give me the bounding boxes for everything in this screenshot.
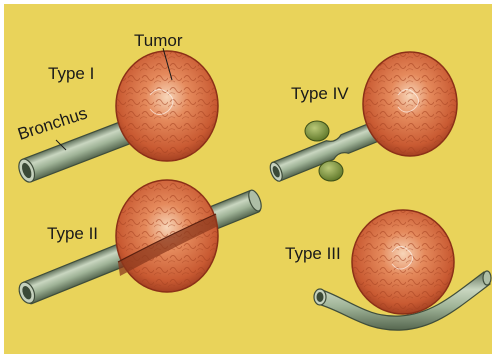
type-2-tumor [116,180,218,292]
type-3-tumor [352,210,454,314]
type-4-label: Type IV [291,84,349,103]
type-1-label: Type I [48,64,94,83]
type-2-label: Type II [47,224,98,243]
type-3-label: Type III [285,244,341,263]
tumor-label: Tumor [134,31,183,50]
type-1-tumor [116,51,218,161]
type-4-tumor [363,52,457,156]
